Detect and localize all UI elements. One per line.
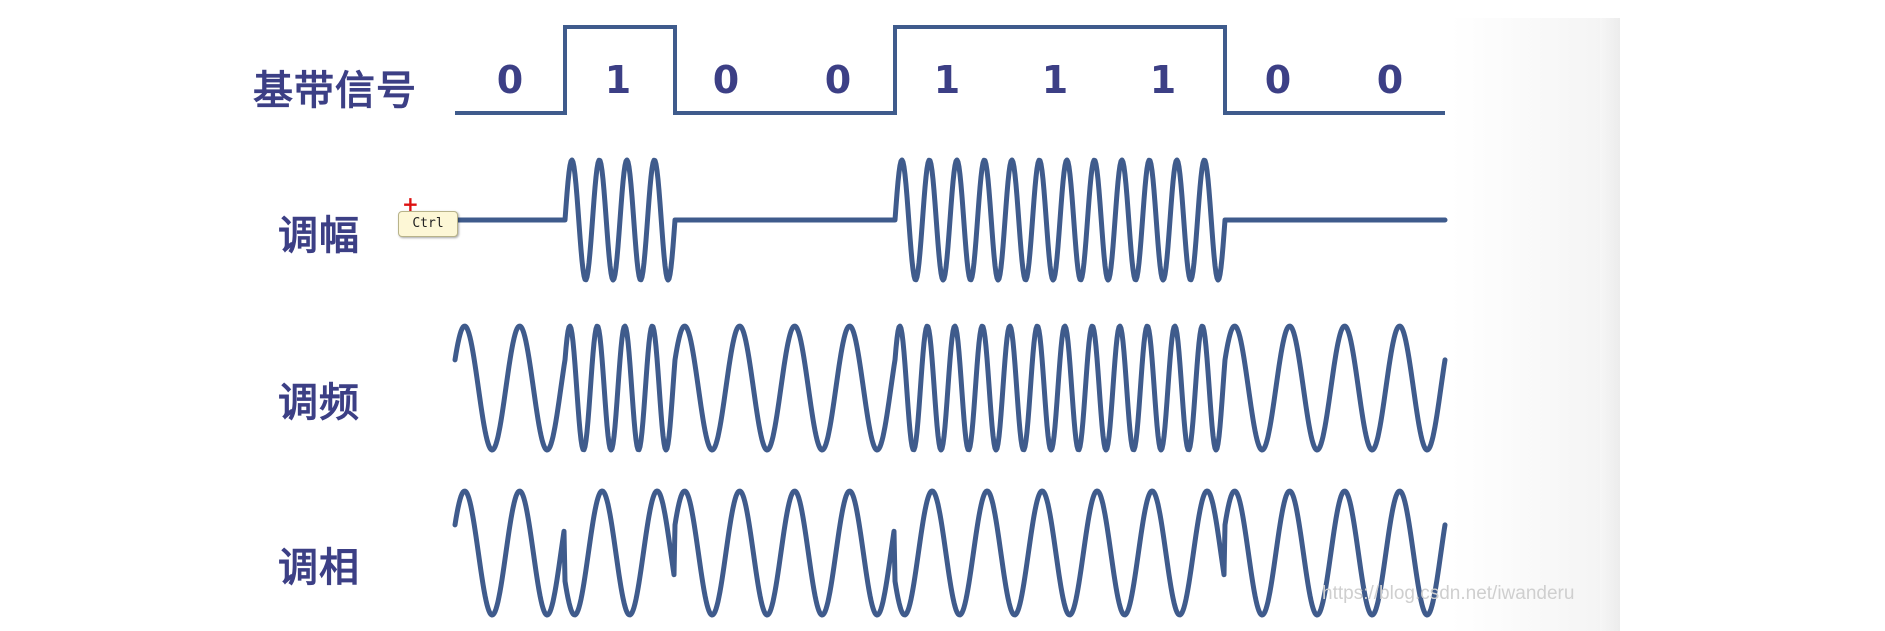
baseband-waveform — [455, 25, 1445, 115]
diagram-panel — [205, 18, 1620, 631]
watermark: https://blog.csdn.net/iwanderu — [1322, 583, 1575, 604]
bit-label: 1 — [604, 58, 632, 102]
am-waveform — [452, 157, 1448, 283]
ctrl-key-tooltip: Ctrl — [398, 211, 458, 237]
bit-label: 0 — [496, 58, 524, 102]
fm-waveform — [452, 323, 1448, 453]
bit-label: 1 — [1149, 58, 1177, 102]
baseband-label: 基带信号 — [253, 68, 417, 114]
bit-label: 0 — [712, 58, 740, 102]
am-label: 调幅 — [278, 213, 360, 259]
fm-label: 调频 — [278, 380, 360, 426]
bit-label: 1 — [1041, 58, 1069, 102]
pm-waveform — [452, 488, 1448, 618]
bit-label: 0 — [1264, 58, 1292, 102]
bit-label: 0 — [1376, 58, 1404, 102]
bit-label: 1 — [933, 58, 961, 102]
panel-shadow-edge — [1600, 18, 1620, 631]
pm-label: 调相 — [278, 545, 360, 591]
bit-label: 0 — [824, 58, 852, 102]
cursor-crosshair-icon: + — [402, 192, 419, 216]
